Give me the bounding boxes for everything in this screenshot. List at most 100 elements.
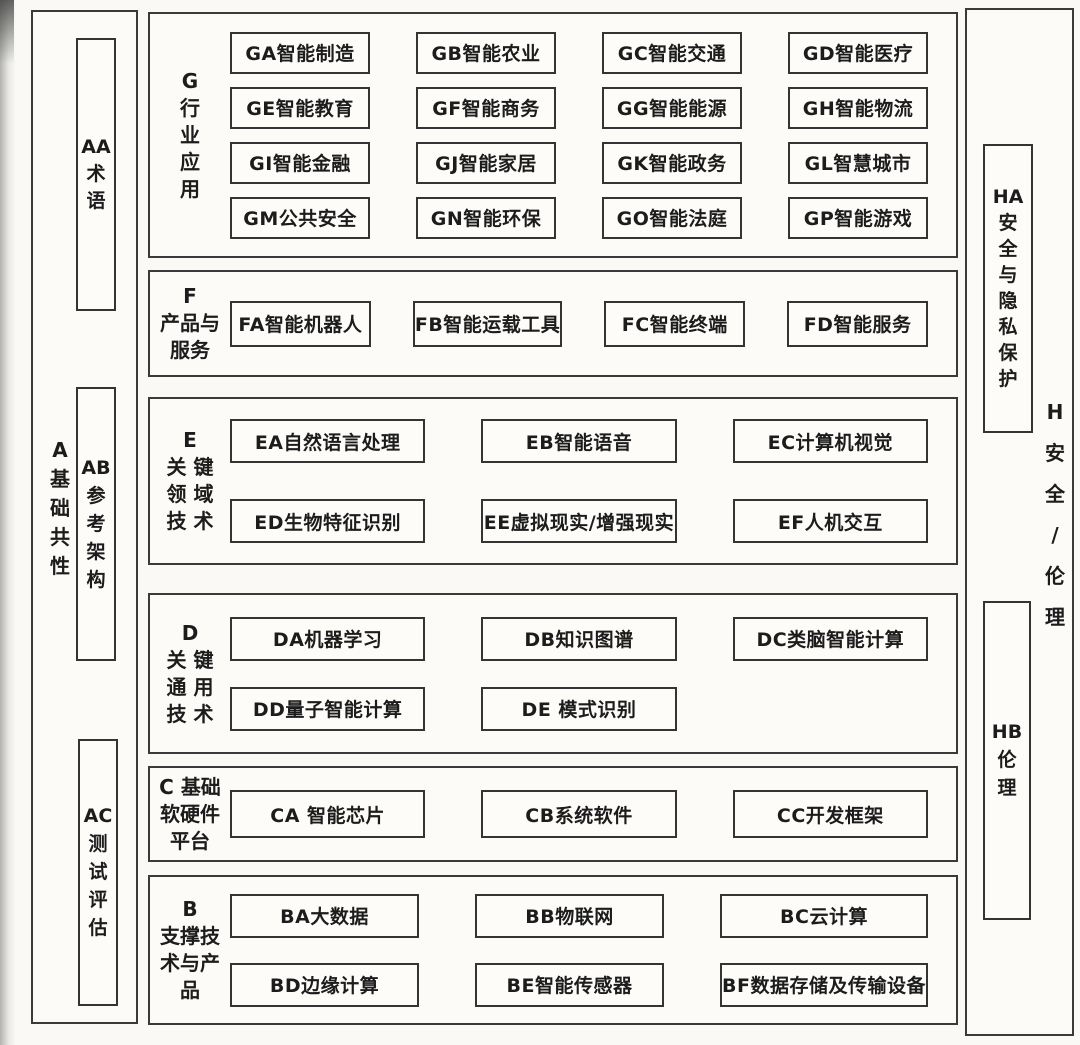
item-FC: FC智能终端 (604, 300, 746, 347)
section-label-line: B (182, 897, 198, 921)
section-g-items: GA智能制造 GB智能农业 GC智能交通 GD智能医疗 GE智能教育 GF智能商务 GG智能… (230, 14, 928, 256)
item-GA: GA智能制造 (230, 31, 370, 74)
vertical-text-char: 保 (998, 342, 1018, 364)
vertical-text-char: 参 (86, 484, 106, 507)
section-label-line: G (181, 68, 199, 93)
section-label-line: 关 键 (166, 455, 214, 479)
section-label-line: 通 用 (166, 674, 214, 699)
vertical-text-char: 安 (1045, 441, 1065, 465)
vertical-text-char: 与 (998, 264, 1018, 286)
item-BA: BA大数据 (230, 893, 420, 938)
section-c-items: CA 智能芯片 CB系统软件 CC开发框架 (230, 768, 928, 860)
item-BD: BD边缘计算 (230, 962, 420, 1007)
vertical-text-char: 性 (50, 554, 70, 578)
section-label-line: 术与产 (160, 951, 220, 975)
section-label-line: 服务 (170, 338, 210, 362)
scan-edge-artifact (0, 0, 16, 1045)
vertical-text-char: 测 (88, 833, 108, 855)
item-BC: BC云计算 (720, 893, 928, 938)
vertical-text-char: 安 (998, 212, 1018, 234)
section-label-line: C 基础 (159, 774, 221, 799)
item-GD: GD智能医疗 (788, 31, 928, 74)
item-GN: GN智能环保 (416, 196, 556, 239)
item-GI: GI智能金融 (230, 141, 370, 184)
item-GB: GB智能农业 (416, 31, 556, 74)
section-label-line: E (183, 428, 197, 452)
item-FA: FA智能机器人 (230, 300, 371, 347)
item-DB: DB知识图谱 (481, 616, 677, 661)
section-label-line: 软硬件 (160, 801, 220, 826)
section-label-line: 关 键 (166, 647, 214, 672)
section-label-line: 技 术 (166, 701, 214, 726)
item-BF: BF数据存储及传输设备 (720, 962, 928, 1007)
item-GF: GF智能商务 (416, 86, 556, 129)
item-GL: GL智慧城市 (788, 141, 928, 184)
vertical-text-char: 术 (86, 163, 106, 185)
item-CC: CC开发框架 (732, 790, 928, 838)
item-CB: CB系统软件 (481, 790, 677, 838)
subgroup-AA: AA 术语 (76, 38, 116, 311)
item-EE: EE虚拟现实/增强现实 (481, 499, 677, 543)
section-label-line: 行 (180, 95, 200, 120)
vertical-text-char: 护 (998, 368, 1018, 390)
item-GE: GE智能教育 (230, 86, 370, 129)
section-label-line: 业 (180, 122, 200, 147)
item-GC: GC智能交通 (602, 31, 742, 74)
vertical-text-char: A (52, 438, 68, 462)
item-FB: FB智能运载工具 (412, 300, 563, 347)
section-label-line: 平台 (170, 828, 210, 853)
vertical-text-char: 评 (88, 889, 108, 911)
item-BB: BB物联网 (475, 893, 665, 938)
section-label-line: 支撑技 (160, 924, 220, 948)
vertical-text-char: AB (81, 456, 111, 479)
item-DC: DC类脑智能计算 (732, 616, 928, 661)
vertical-text-char: H (1046, 400, 1064, 424)
item-GP: GP智能游戏 (788, 196, 928, 239)
subgroup-AC: AC 测试评估 (78, 739, 118, 1006)
vertical-text-char: 理 (997, 777, 1017, 799)
vertical-text-char: 试 (88, 861, 108, 883)
item-GO: GO智能法庭 (602, 196, 742, 239)
vertical-text-char: 础 (50, 496, 70, 520)
vertical-text-char: AA (81, 136, 111, 158)
vertical-text-char: 伦 (997, 749, 1017, 771)
item-GH: GH智能物流 (788, 86, 928, 129)
item-GG: GG智能能源 (602, 86, 742, 129)
section-label-line: 用 (180, 176, 200, 201)
vertical-text-char: 隐 (998, 290, 1018, 312)
item-GK: GK智能政务 (602, 141, 742, 184)
item-CA: CA 智能芯片 (230, 790, 426, 838)
vertical-text-char: 语 (86, 190, 106, 212)
vertical-text-char: HB (991, 721, 1023, 743)
vertical-text-char: 估 (88, 917, 108, 939)
section-label-line: 领 域 (166, 482, 214, 506)
vertical-text-char: 共 (50, 525, 70, 549)
item-DA: DA机器学习 (230, 616, 426, 661)
section-label-line: 应 (180, 149, 200, 174)
item-ED: ED生物特征识别 (230, 499, 426, 543)
item-DE: DE 模式识别 (481, 686, 677, 731)
item-FD: FD智能服务 (787, 300, 928, 347)
section-b-items: BA大数据 BB物联网 BC云计算 BD边缘计算 BE智能传感器 BF数据存储及传输设备 (230, 877, 928, 1023)
vertical-text-char: 私 (998, 316, 1018, 338)
item-BE: BE智能传感器 (475, 962, 665, 1007)
item-EC: EC计算机视觉 (732, 419, 928, 463)
vertical-text-char: AC (83, 805, 113, 827)
vertical-text-char: 理 (1045, 605, 1065, 629)
subgroup-HB: HB 伦理 (983, 601, 1031, 920)
vertical-text-char: 全 (1045, 482, 1065, 506)
